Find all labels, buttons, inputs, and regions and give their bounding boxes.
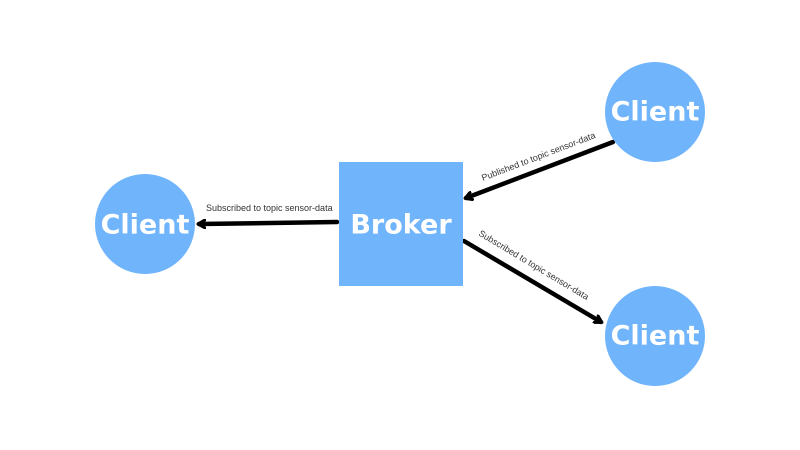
client-node-top-right: Client (605, 62, 705, 162)
client-node-bottom-right: Client (605, 286, 705, 386)
client-top-right-circle (605, 62, 705, 162)
broker-node: Broker (339, 162, 463, 286)
client-node-left: Client (95, 174, 195, 274)
edge-label-broker-to-client-left: Subscribed to topic sensor-data (206, 203, 333, 213)
client-left-label: Client (101, 210, 190, 241)
client-bottom-right-circle (605, 286, 705, 386)
edge-broker-to-client-left (199, 222, 340, 224)
edge-client-top-right-to-broker (466, 139, 616, 198)
broker-box (339, 162, 463, 286)
edge-broker-to-client-bottom-right (461, 238, 601, 325)
client-bottom-right-label: Client (611, 321, 700, 352)
edge-label-broker-to-client-bottom-right: Subscribed to topic sensor-data (477, 228, 591, 302)
broker-label: Broker (350, 210, 452, 241)
client-top-right-label: Client (611, 97, 700, 128)
client-left-circle (95, 174, 195, 274)
